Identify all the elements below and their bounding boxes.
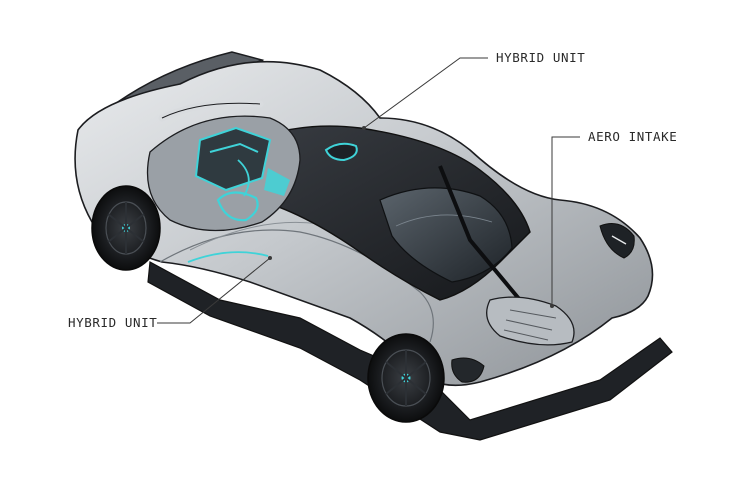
callout-label-aero-intake: AERO INTAKE	[588, 129, 678, 144]
callout-label-side-hybrid-unit: HYBRID UNIT	[68, 315, 158, 330]
leader-top-hybrid	[363, 57, 488, 129]
leader-side-hybrid	[157, 257, 271, 324]
side-accent-stripe	[187, 251, 269, 263]
front-wheel	[367, 333, 445, 423]
leader-aero-intake	[551, 136, 580, 306]
rear-wheel	[91, 185, 161, 271]
engine-bay	[146, 99, 358, 232]
callout-leaders	[157, 57, 580, 324]
front-nose	[451, 223, 635, 383]
callout-label-top-hybrid-unit: HYBRID UNIT	[496, 50, 586, 65]
callout-anchors	[268, 126, 554, 308]
